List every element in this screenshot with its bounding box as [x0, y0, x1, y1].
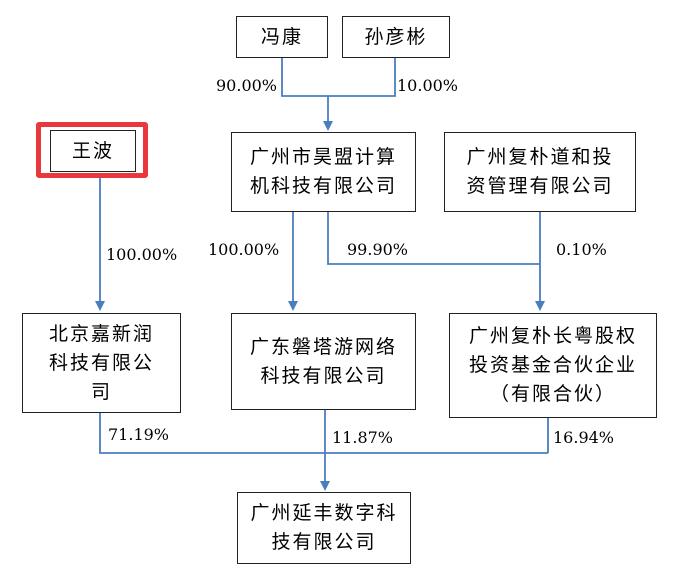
node-beijing-jiaxinrun: 北京嘉新润 科技有限公 司 [22, 313, 181, 413]
pct-fengkang-haomeng: 90.00% [216, 76, 278, 95]
pct-wangbo-jiaxinrun: 100.00% [106, 245, 178, 264]
pct-changyue-yanfeng: 16.94% [553, 428, 615, 447]
node-guangzhou-haomeng: 广州市昊盟计算 机科技有限公司 [231, 132, 416, 212]
line-jiaxinrun-down [99, 413, 548, 454]
node-feng-kang: 冯康 [236, 16, 328, 58]
pct-pantayou-yanfeng: 11.87% [332, 428, 394, 447]
node-wang-bo: 王波 [50, 130, 136, 172]
node-guangzhou-fupu-changyue: 广州复朴长粤股权 投资基金合伙企业 （有限合伙） [449, 313, 657, 418]
line-sunyanbin [328, 58, 396, 97]
line-haomeng-to-changyue [327, 212, 540, 265]
pct-haomeng-changyue: 99.90% [347, 240, 409, 259]
node-sun-yanbin: 孙彦彬 [342, 16, 450, 58]
node-guangzhou-fupu-daohe: 广州复朴道和投 资管理有限公司 [444, 132, 636, 212]
node-guangzhou-yanfeng: 广州延丰数字科 技有限公司 [237, 492, 411, 564]
highlight-box [36, 122, 148, 178]
node-guangdong-pantayou: 广东磐塔游网络 科技有限公司 [231, 313, 416, 410]
line-fengkang [281, 58, 328, 97]
pct-haomeng-pantayou: 100.00% [208, 240, 280, 259]
pct-daohe-changyue: 0.10% [556, 240, 607, 259]
pct-sunyanbin-haomeng: 10.00% [397, 76, 459, 95]
pct-jiaxinrun-yanfeng: 71.19% [108, 425, 170, 444]
